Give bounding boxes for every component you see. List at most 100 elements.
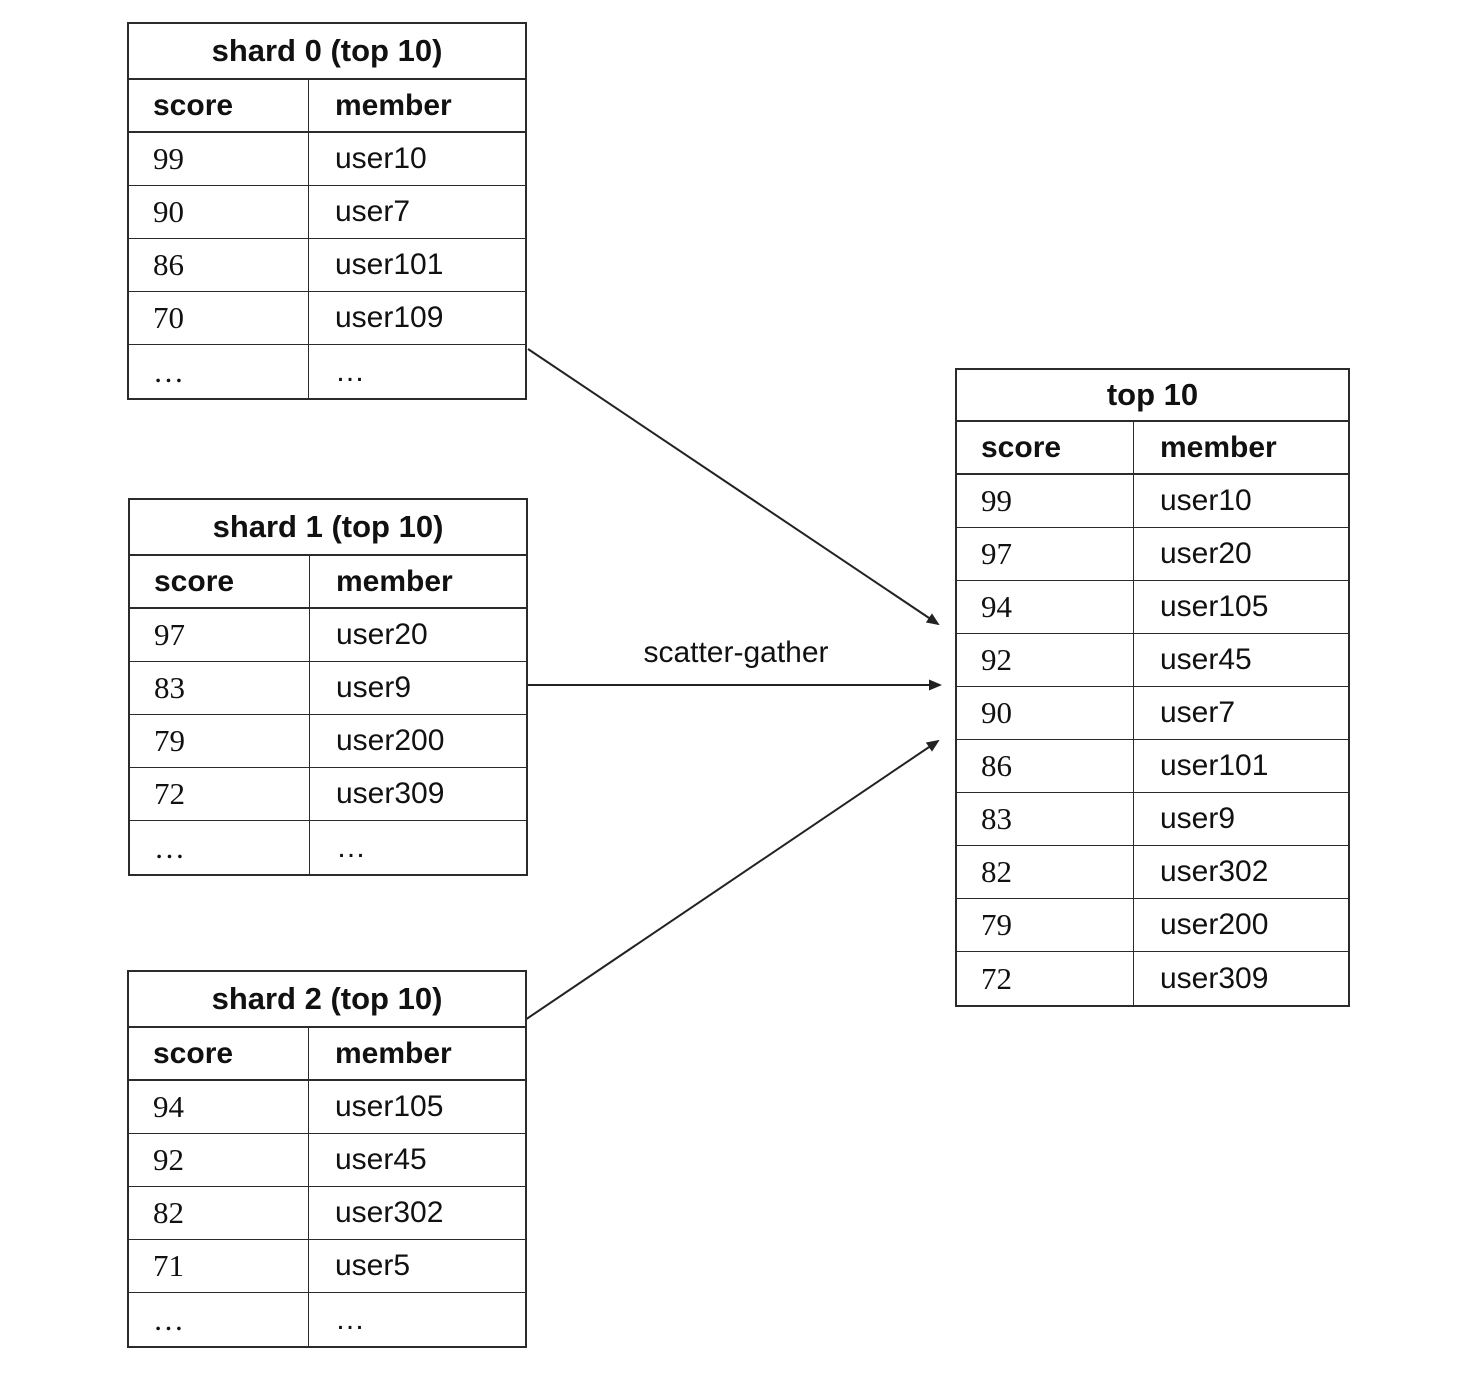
table-row: 72 user309 xyxy=(130,768,526,821)
shard0-table: shard 0 (top 10) score member 99 user10 90… xyxy=(127,22,527,400)
table-row: …… xyxy=(130,821,526,874)
shard1-table: shard 1 (top 10) score member 97 user20 83… xyxy=(128,498,528,876)
table-row: 79 user200 xyxy=(130,715,526,768)
member-cell: user302 xyxy=(335,1196,444,1229)
member-cell: user45 xyxy=(335,1143,427,1176)
arrow-shard0-to-top10 xyxy=(527,348,940,626)
table-row: …… xyxy=(129,1293,525,1346)
score-cell: 72 xyxy=(130,768,310,820)
member-cell: user20 xyxy=(1160,537,1252,570)
table-row: 92 user45 xyxy=(129,1134,525,1187)
score-cell: 71 xyxy=(129,1240,309,1292)
table-row: 83 user9 xyxy=(957,793,1348,846)
score-cell: 92 xyxy=(957,634,1134,686)
table-row: 90 user7 xyxy=(957,687,1348,740)
member-cell: user309 xyxy=(1160,961,1269,995)
scatter-gather-label: scatter-gather xyxy=(630,636,842,670)
score-cell: 83 xyxy=(130,662,310,714)
table-row: 86 user101 xyxy=(129,239,525,292)
score-cell: 79 xyxy=(957,899,1134,951)
table-header-row: score member xyxy=(957,422,1348,475)
member-cell: … xyxy=(335,1302,365,1336)
shard2-table-title: shard 2 (top 10) xyxy=(129,972,525,1028)
member-cell: user10 xyxy=(1160,484,1252,517)
score-column-header: score xyxy=(957,422,1134,473)
member-cell: user10 xyxy=(335,142,427,175)
table-header-row: score member xyxy=(129,80,525,133)
table-row: 83 user9 xyxy=(130,662,526,715)
score-cell: 97 xyxy=(130,609,310,661)
score-cell: 99 xyxy=(129,133,309,185)
member-cell: user20 xyxy=(336,618,428,651)
table-header-row: score member xyxy=(129,1028,525,1081)
table-row: 72 user309 xyxy=(957,952,1348,1005)
member-column-header: member xyxy=(335,88,452,122)
score-cell: 90 xyxy=(129,186,309,238)
table-row: 90 user7 xyxy=(129,186,525,239)
score-cell: 99 xyxy=(957,475,1134,527)
score-cell: 92 xyxy=(129,1134,309,1186)
table-row: 82 user302 xyxy=(957,846,1348,899)
score-cell: … xyxy=(129,345,309,398)
member-cell: … xyxy=(335,354,365,388)
member-cell: user302 xyxy=(1160,855,1269,888)
table-row: 71 user5 xyxy=(129,1240,525,1293)
score-cell: 86 xyxy=(129,239,309,291)
member-cell: user105 xyxy=(1160,590,1269,623)
table-row: 99 user10 xyxy=(957,475,1348,528)
score-cell: 94 xyxy=(129,1081,309,1133)
score-cell: 70 xyxy=(129,292,309,344)
score-cell: … xyxy=(129,1293,309,1346)
score-column-header: score xyxy=(130,556,310,607)
member-cell: user5 xyxy=(335,1249,411,1282)
member-cell: user9 xyxy=(336,671,412,704)
score-cell: 82 xyxy=(129,1187,309,1239)
shard0-table-title: shard 0 (top 10) xyxy=(129,24,525,80)
member-cell: user200 xyxy=(1160,908,1269,941)
table-row: …… xyxy=(129,345,525,398)
member-column-header: member xyxy=(335,1036,452,1070)
member-cell: user9 xyxy=(1160,802,1236,835)
score-cell: 97 xyxy=(957,528,1134,580)
table-row: 82 user302 xyxy=(129,1187,525,1240)
score-cell: 72 xyxy=(957,952,1134,1005)
member-cell: user7 xyxy=(1160,696,1236,729)
arrow-shard2-to-top10 xyxy=(524,739,940,1021)
shard1-table-title: shard 1 (top 10) xyxy=(130,500,526,556)
top10-table-title: top 10 xyxy=(957,370,1348,422)
table-row: 97 user20 xyxy=(957,528,1348,581)
member-cell: user45 xyxy=(1160,643,1252,676)
score-column-header: score xyxy=(129,1028,309,1079)
member-cell: user200 xyxy=(336,724,445,757)
score-column-header: score xyxy=(129,80,309,131)
table-header-row: score member xyxy=(130,556,526,609)
score-cell: 83 xyxy=(957,793,1134,845)
member-cell: user101 xyxy=(335,248,444,281)
member-column-header: member xyxy=(336,564,453,598)
member-cell: user101 xyxy=(1160,749,1269,782)
member-cell: user7 xyxy=(335,195,411,228)
score-cell: 82 xyxy=(957,846,1134,898)
table-row: 92 user45 xyxy=(957,634,1348,687)
score-cell: 79 xyxy=(130,715,310,767)
table-row: 79 user200 xyxy=(957,899,1348,952)
member-cell: user109 xyxy=(335,301,444,334)
score-cell: 86 xyxy=(957,740,1134,792)
member-cell: user105 xyxy=(335,1090,444,1123)
member-cell: user309 xyxy=(336,777,445,810)
member-column-header: member xyxy=(1160,430,1277,464)
table-row: 99 user10 xyxy=(129,133,525,186)
score-cell: … xyxy=(130,821,310,874)
table-row: 94 user105 xyxy=(129,1081,525,1134)
score-cell: 90 xyxy=(957,687,1134,739)
table-row: 86 user101 xyxy=(957,740,1348,793)
member-cell: … xyxy=(336,830,366,864)
